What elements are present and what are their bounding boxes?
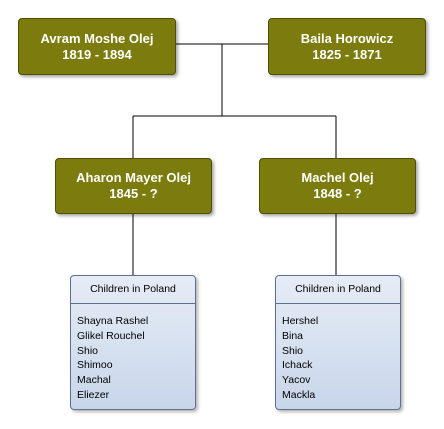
list-item: Eliezer <box>77 388 110 401</box>
person-dates: 1825 - 1871 <box>312 47 382 62</box>
list-item: Shimoo <box>77 359 113 372</box>
member-list: Hershel Bina Shio Ichack Yacov Mackla <box>276 304 400 403</box>
list-item: Glikel Rouchel <box>77 329 145 342</box>
member-list: Shayna Rashel Glikel Rouchel Shio Shimoo… <box>71 304 195 403</box>
person-name: Baila Horowicz <box>300 31 394 46</box>
children-group-left: Children in Poland Shayna Rashel Glikel … <box>70 275 196 410</box>
person-avram-moshe-olej: Avram Moshe Olej 1819 - 1894 <box>18 18 176 75</box>
list-item: Shio <box>282 344 304 357</box>
person-name: Aharon Mayer Olej <box>76 170 191 185</box>
group-title: Children in Poland <box>71 276 195 304</box>
person-machel-olej: Machel Olej 1848 - ? <box>259 158 416 214</box>
list-item: Mackla <box>282 388 316 401</box>
person-dates: 1845 - ? <box>109 186 158 201</box>
list-item: Shayna Rashel <box>77 315 149 327</box>
person-name: Avram Moshe Olej <box>40 31 154 46</box>
children-group-right: Children in Poland Hershel Bina Shio Ich… <box>275 275 401 410</box>
list-item: Ichack <box>282 359 313 372</box>
person-dates: 1819 - 1894 <box>62 47 132 62</box>
person-aharon-mayer-olej: Aharon Mayer Olej 1845 - ? <box>55 158 212 214</box>
list-item: Hershel <box>282 315 319 327</box>
list-item: Machal <box>77 374 111 387</box>
group-title: Children in Poland <box>276 276 400 304</box>
list-item: Yacov <box>282 374 311 387</box>
person-dates: 1848 - ? <box>313 186 362 201</box>
person-baila-horowicz: Baila Horowicz 1825 - 1871 <box>268 18 426 75</box>
list-item: Bina <box>282 329 304 342</box>
person-name: Machel Olej <box>301 170 374 185</box>
list-item: Shio <box>77 344 99 357</box>
